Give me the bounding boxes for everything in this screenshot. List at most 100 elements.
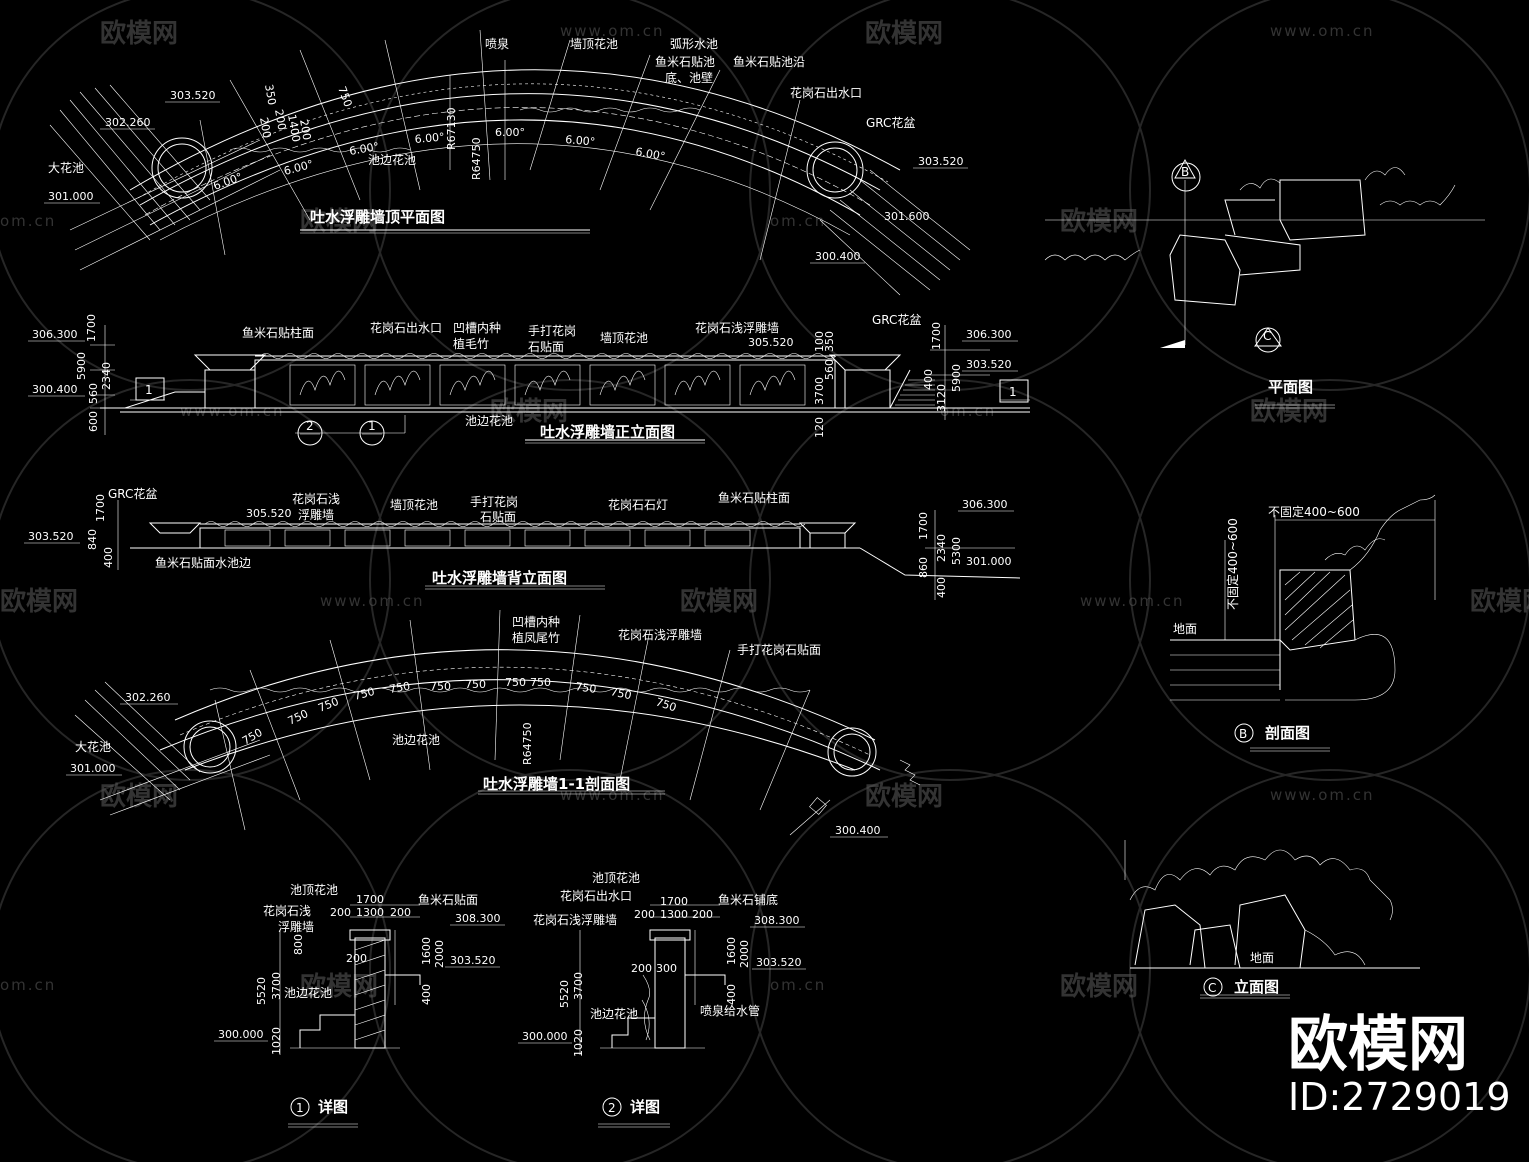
section-marker-circle <box>1171 162 1201 192</box>
angle-label: 6.00° <box>212 170 245 192</box>
detail-marker: 1 <box>368 419 376 433</box>
front-label: 鱼米石贴柱面 <box>242 325 314 340</box>
detail-marker: 2 <box>306 419 314 433</box>
section-marker: 1 <box>145 383 153 397</box>
detail2-label: 池顶花池 <box>592 870 640 885</box>
angle-label: 6.00° <box>634 145 666 163</box>
dim-label: 750 <box>654 695 678 714</box>
plan-label: 墙顶花池 <box>570 36 618 51</box>
plan-label: GRC花盆 <box>866 115 915 130</box>
dim-label: 860 <box>917 557 930 578</box>
back-label: 手打花岗 <box>470 494 518 509</box>
dim-label: 200 <box>692 908 713 921</box>
title-back-elevation: 吐水浮雕墙背立面图 <box>432 569 567 587</box>
detail-marker-circle <box>290 1097 310 1117</box>
angle-label: 6.00° <box>282 158 314 178</box>
dim-label: 750 <box>388 680 411 696</box>
dim-label: 2340 <box>935 534 948 562</box>
dim-label: 120 <box>813 417 826 438</box>
elev-303520: 303.520 <box>756 956 802 969</box>
plan-label: 花岗石出水口 <box>790 85 862 100</box>
section-label: 池边花池 <box>392 732 440 747</box>
dim-label: 200 <box>297 118 313 141</box>
elev-301600: 301.600 <box>884 210 930 223</box>
title-plan-top: 吐水浮雕墙顶平面图 <box>310 208 445 226</box>
watermark-brand: 欧模网 <box>1470 586 1529 617</box>
front-label: 手打花岗 <box>528 323 576 338</box>
watermark-url: om.cn <box>770 976 826 994</box>
elev-302260: 302.260 <box>125 691 171 704</box>
title-section-1-1: 吐水浮雕墙1-1剖面图 <box>483 775 630 793</box>
dim-label: 560 <box>87 383 100 404</box>
dim-label: 1700 <box>930 322 943 350</box>
section-label: 植凤尾竹 <box>512 630 560 645</box>
elev-305520: 305.520 <box>748 336 794 349</box>
elev-c-label: 地面 <box>1250 951 1274 965</box>
detail1-label: 鱼米石贴面 <box>418 893 478 907</box>
watermark-url: om.cn <box>0 212 56 230</box>
plan-rocks-view <box>1044 158 1485 409</box>
detail1-label: 池顶花池 <box>290 882 338 897</box>
section-label: 花岗石浅浮雕墙 <box>618 627 702 642</box>
elev-308300: 308.300 <box>754 914 800 927</box>
watermark-brand: 欧模网 <box>680 586 758 617</box>
detail-marker-circle <box>602 1097 622 1117</box>
dim-label: 200 <box>330 906 351 919</box>
dim-label: 100 <box>813 331 826 352</box>
dim-label: 1400 <box>285 113 303 143</box>
dim-label: 840 <box>86 529 99 550</box>
back-label: 浮雕墙 <box>298 507 334 522</box>
dim-label: 1700 <box>356 893 384 906</box>
elev-303520: 303.520 <box>966 358 1012 371</box>
elev-300400: 300.400 <box>835 824 881 837</box>
detail-1-view <box>279 904 421 1128</box>
dim-label: 1300 <box>356 906 384 919</box>
dim-label: 1020 <box>270 1027 283 1055</box>
dim-label: 3120 <box>935 384 948 412</box>
watermark-brand: 欧模网 <box>865 781 943 812</box>
elev-301000: 301.000 <box>966 555 1012 568</box>
title-elevation-c: 立面图 <box>1234 978 1279 996</box>
dim-label: 1700 <box>85 314 98 342</box>
detail-marker: 2 <box>608 1101 616 1115</box>
dim-label: 5900 <box>950 364 963 392</box>
elev-303520: 303.520 <box>918 155 964 168</box>
section-marker-circle <box>1255 327 1281 353</box>
dim-label: 3700 <box>813 377 826 405</box>
dim-label: 200 <box>272 108 288 131</box>
watermark-url: om.cn <box>770 212 826 230</box>
radius-label: R64750 <box>521 722 534 765</box>
dim-label: 750 <box>335 85 354 109</box>
dim-label: 750 <box>316 695 340 715</box>
title-detail-1: 详图 <box>318 1098 348 1116</box>
dim-label: 3700 <box>572 972 585 1000</box>
section-label: 手打花岗石贴面 <box>737 642 821 657</box>
plan-label: 喷泉 <box>485 37 509 51</box>
section-marker: C <box>1208 981 1216 995</box>
section-marker: C <box>1263 329 1271 343</box>
watermark-url: om.cn <box>0 976 56 994</box>
detail-2-view <box>579 904 726 1128</box>
front-label: 凹槽内种 <box>453 321 501 335</box>
dim-label: 200 <box>257 116 273 139</box>
brand-logo-name: 欧模网 <box>1288 1010 1468 1080</box>
radius-label: R67130 <box>445 107 458 150</box>
dim-label: 800 <box>292 934 305 955</box>
dim-label: 350 <box>823 331 836 352</box>
section-marker-circle <box>1203 977 1223 997</box>
elev-306300: 306.300 <box>962 498 1008 511</box>
dim-label: 750 <box>352 685 376 703</box>
section-b-label: 不固定400~600 <box>1225 518 1240 610</box>
dim-label: 2340 <box>100 362 113 390</box>
detail-marker-circle <box>359 420 385 446</box>
dim-label: 5520 <box>255 977 268 1005</box>
brand-logo-id: ID:2729019 <box>1288 1075 1511 1119</box>
detail2-label: 花岗石浅浮雕墙 <box>533 912 617 927</box>
elev-300000: 300.000 <box>218 1028 264 1041</box>
dim-label: 2000 <box>433 940 446 968</box>
front-label: GRC花盆 <box>872 312 921 327</box>
dim-label: 1700 <box>917 512 930 540</box>
detail2-label: 喷泉给水管 <box>700 1003 760 1018</box>
front-label: 墙顶花池 <box>600 330 648 345</box>
